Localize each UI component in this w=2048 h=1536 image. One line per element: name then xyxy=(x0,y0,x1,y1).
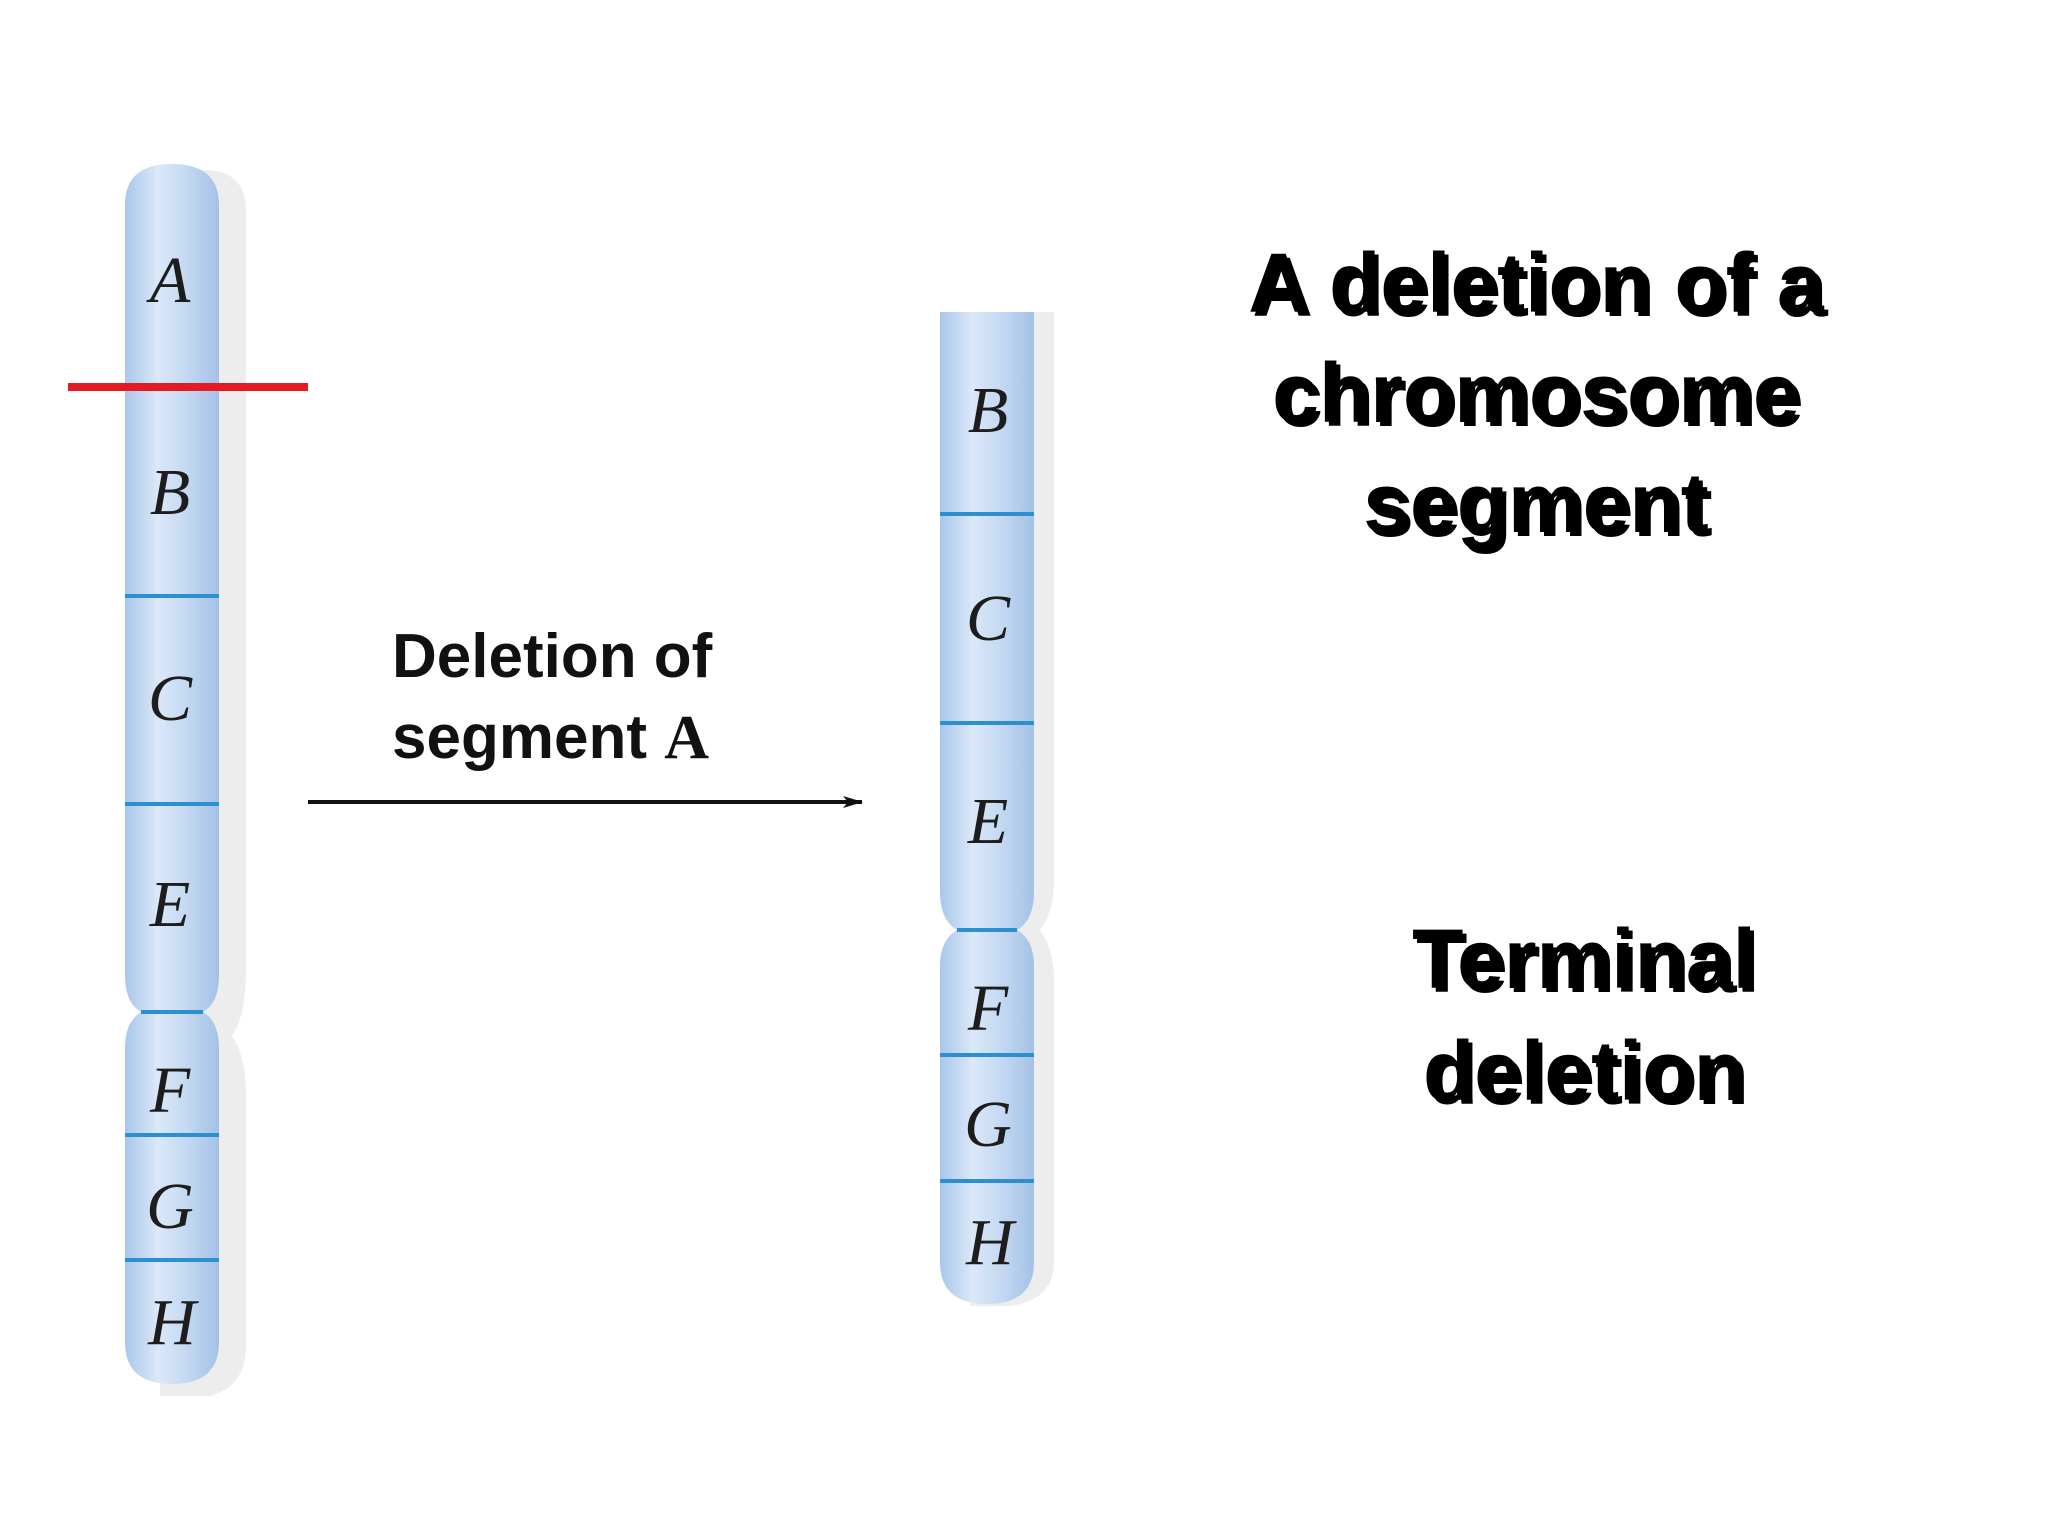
original-chromosome-upper-arm xyxy=(125,164,219,1012)
slide-title: A deletion of a chromosome segment A del… xyxy=(1248,236,1829,554)
title-shadow-line1: A deletion of a xyxy=(1252,240,1829,334)
segment-label-h: H xyxy=(965,1206,1017,1279)
segment-label-e: E xyxy=(967,785,1008,858)
title-line1: A deletion of a xyxy=(1248,236,1825,330)
slide-subtitle: Terminal deletion Terminal deletion xyxy=(1412,912,1760,1122)
arrow-caption-line2: segment A xyxy=(392,703,709,772)
subtitle-shadow: Terminal deletion xyxy=(1416,916,1760,1122)
subtitle-shadow-line2: deletion xyxy=(1427,1028,1749,1122)
title-line3: segment xyxy=(1363,456,1708,550)
segment-label-b: B xyxy=(968,374,1008,447)
title-shadow-line2: chromosome xyxy=(1276,350,1803,444)
deleted-chromosome-lower-arm xyxy=(940,930,1034,1304)
segment-label-h: H xyxy=(147,1286,199,1359)
title-shadow: A deletion of a chromosome segment xyxy=(1252,240,1829,554)
segment-label-g: G xyxy=(964,1088,1012,1161)
segment-label-a: A xyxy=(146,244,191,317)
segment-label-f: F xyxy=(149,1054,191,1127)
arrow-caption-letter: A xyxy=(664,704,709,772)
title-shadow-line3: segment xyxy=(1367,460,1712,554)
subtitle-line1: Terminal xyxy=(1412,912,1756,1006)
segment-label-c: C xyxy=(966,582,1011,655)
segment-label-b: B xyxy=(150,456,190,529)
deleted-chromosome-upper-arm xyxy=(940,312,1034,930)
segment-label-c: C xyxy=(148,662,193,735)
arrow-caption-line1: Deletion of xyxy=(392,622,713,691)
original-chromosome: A B C E F G H xyxy=(125,164,246,1396)
arrow-caption-prefix: segment xyxy=(392,703,664,772)
subtitle-shadow-line1: Terminal xyxy=(1416,916,1760,1010)
deleted-chromosome: B C E F G H xyxy=(940,312,1054,1306)
original-chromosome-lower-arm xyxy=(125,1012,219,1384)
deletion-arrow-group: Deletion of segment A xyxy=(308,622,863,808)
title-line2: chromosome xyxy=(1272,346,1799,440)
segment-label-e: E xyxy=(149,868,190,941)
segment-label-g: G xyxy=(146,1170,194,1243)
segment-label-f: F xyxy=(967,972,1009,1045)
subtitle-line2: deletion xyxy=(1423,1024,1745,1118)
